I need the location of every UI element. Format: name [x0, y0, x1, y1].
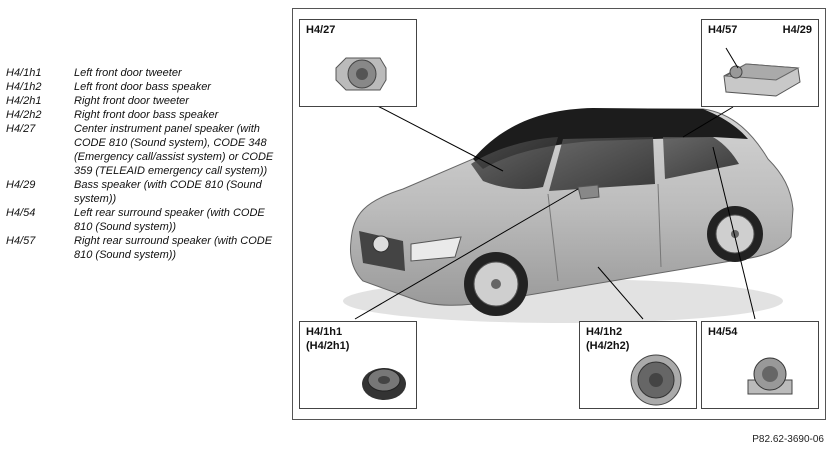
legend-code: H4/1h2: [6, 81, 42, 93]
callout-label: H4/27: [306, 24, 336, 36]
legend-item: H4/57 Right rear surround speaker (with …: [6, 234, 276, 262]
legend-code: H4/54: [6, 207, 36, 219]
legend-code: H4/2h2: [6, 109, 42, 121]
callout-label: H4/29: [782, 24, 812, 36]
legend-list: H4/1h1 Left front door tweeter H4/1h2 Le…: [6, 66, 276, 262]
callout-label: H4/1h1: [306, 326, 343, 338]
bass-speaker-icon: [723, 47, 801, 97]
legend-code: H4/2h1: [6, 95, 42, 107]
legend-code: H4/29: [6, 179, 36, 191]
legend-item: H4/27 Center instrument panel speaker (w…: [6, 122, 276, 178]
figure-reference-id: P82.62-3690-06: [752, 434, 824, 445]
legend-description: Bass speaker (with CODE 810 (Sound syste…: [74, 179, 262, 205]
legend-description: Left front door bass speaker: [74, 81, 211, 93]
callout-h4-1h1: H4/1h1 (H4/2h1): [299, 321, 417, 409]
center-speaker-icon: [335, 57, 387, 91]
legend-description: Right rear surround speaker (with CODE 8…: [74, 235, 273, 261]
callout-label: H4/54: [708, 326, 738, 338]
callout-sublabel: (H4/2h2): [586, 340, 630, 352]
tweeter-icon: [362, 368, 406, 400]
car-illustration: [343, 100, 794, 323]
legend-description: Right front door bass speaker: [74, 109, 219, 121]
legend-description: Right front door tweeter: [74, 95, 189, 107]
callout-h4-1h2: H4/1h2 (H4/2h2): [579, 321, 697, 409]
legend-item: H4/2h2 Right front door bass speaker: [6, 108, 276, 122]
legend-item: H4/29 Bass speaker (with CODE 810 (Sound…: [6, 178, 276, 206]
callout-h4-54: H4/54: [701, 321, 819, 409]
legend-item: H4/1h2 Left front door bass speaker: [6, 80, 276, 94]
rear-surround-speaker-icon: [747, 357, 793, 395]
legend-code: H4/57: [6, 235, 36, 247]
callout-label: H4/57: [708, 24, 738, 36]
legend-item: H4/1h1 Left front door tweeter: [6, 66, 276, 80]
legend-code: H4/27: [6, 123, 36, 135]
callout-h4-27: H4/27: [299, 19, 417, 107]
legend-description: Left front door tweeter: [74, 67, 182, 79]
legend-code: H4/1h1: [6, 67, 42, 79]
speaker-location-figure: H4/27 H4/57 H4/29 H4/1h1 (H4/2h1) H4/1h2…: [292, 8, 826, 420]
legend-item: H4/54 Left rear surround speaker (with C…: [6, 206, 276, 234]
callout-h4-57-h4-29: H4/57 H4/29: [701, 19, 819, 107]
legend-item: H4/2h1 Right front door tweeter: [6, 94, 276, 108]
legend-description: Center instrument panel speaker (with CO…: [74, 123, 274, 177]
legend-description: Left rear surround speaker (with CODE 81…: [74, 207, 265, 233]
callout-sublabel: (H4/2h1): [306, 340, 350, 352]
door-bass-speaker-icon: [630, 354, 682, 406]
callout-label: H4/1h2: [586, 326, 623, 338]
